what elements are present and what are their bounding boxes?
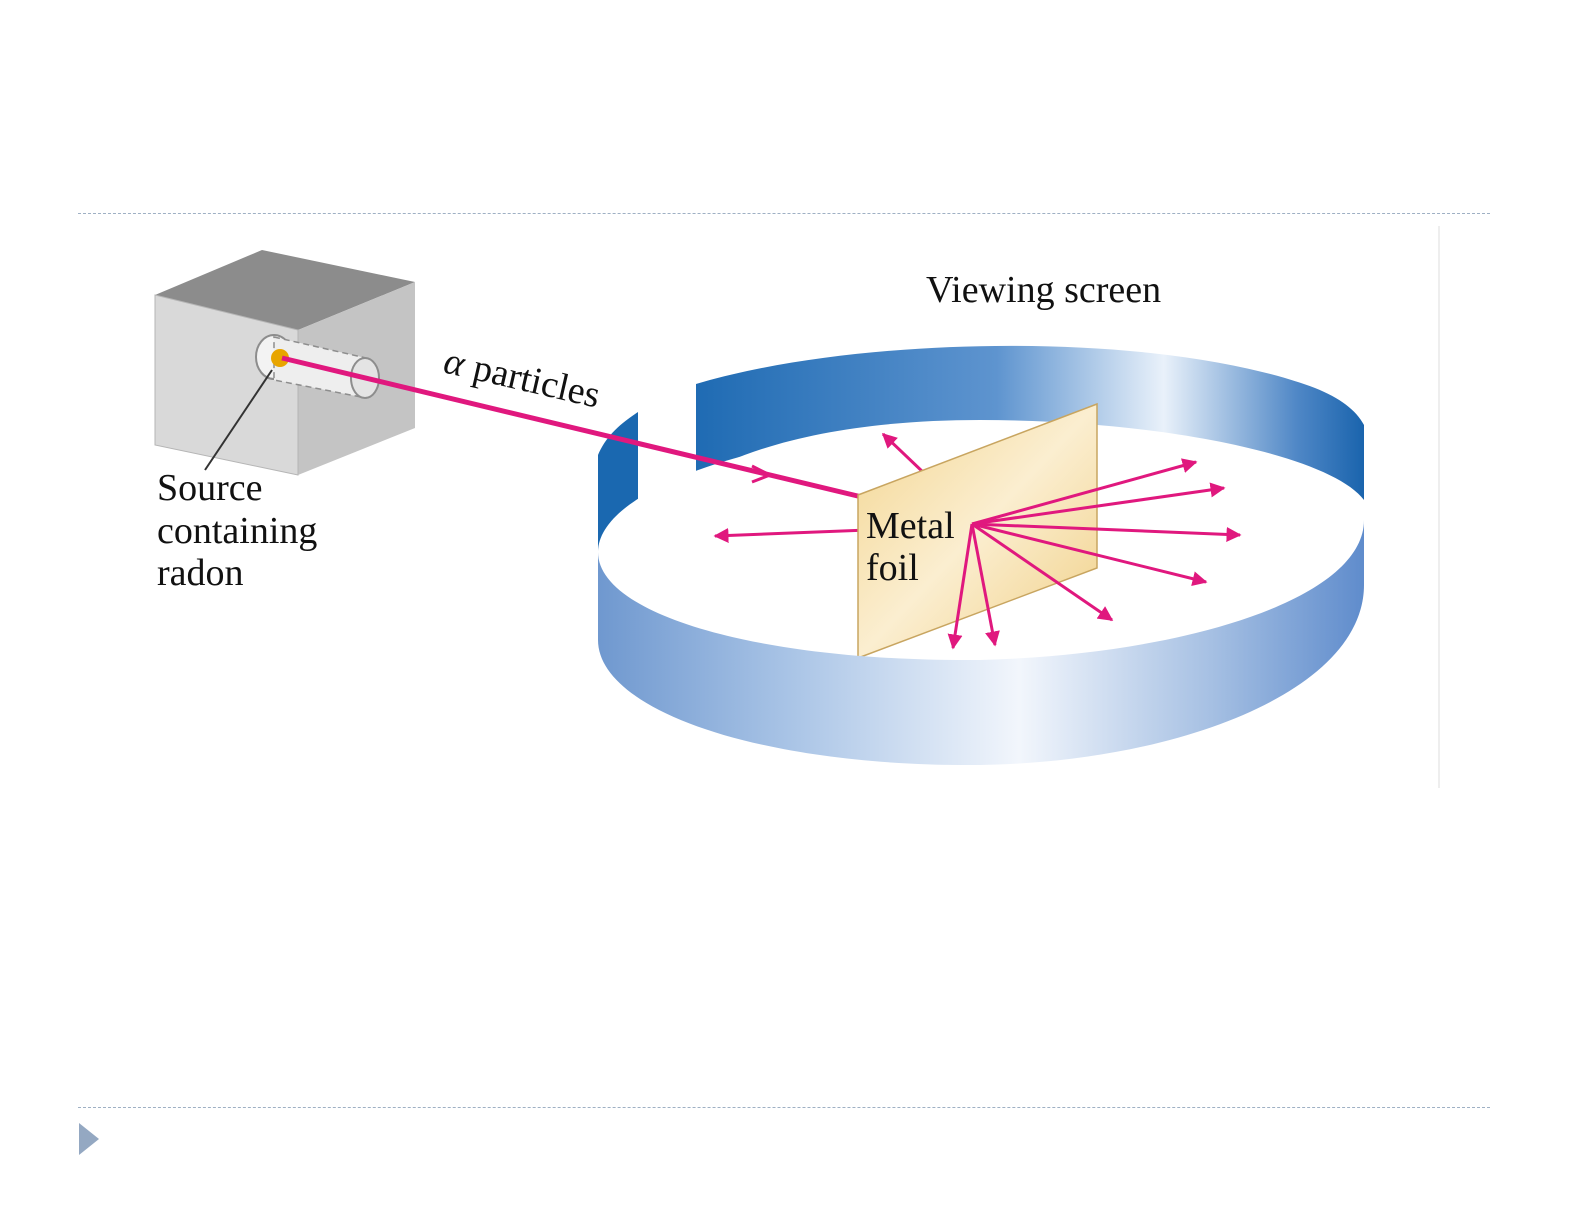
foil-label-line2: foil [866, 547, 919, 589]
alpha-particles-label: α particles [440, 340, 604, 417]
alpha-symbol: α [440, 340, 470, 386]
source-label-line3: radon [157, 552, 244, 594]
source-box [155, 250, 415, 475]
foil-label-line1: Metal [866, 505, 955, 547]
source-label-line2: containing [157, 510, 317, 552]
viewing-screen-label: Viewing screen [926, 269, 1161, 311]
source-label-line1: Source [157, 467, 263, 509]
